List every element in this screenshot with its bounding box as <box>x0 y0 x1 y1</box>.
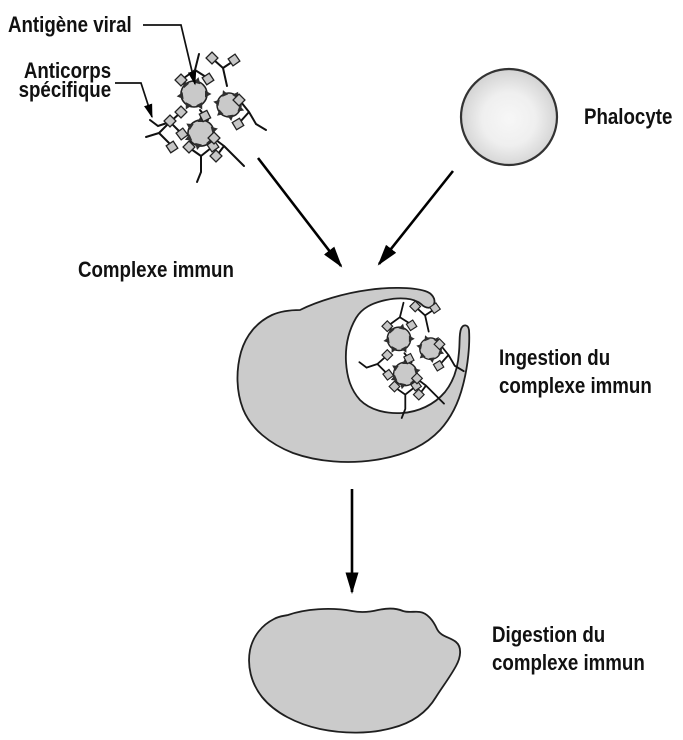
digestion-cell <box>248 607 462 734</box>
antibody-label-line2: spécifique <box>18 77 112 102</box>
immune-complex-label: Complexe immun <box>78 257 234 282</box>
ingestion-label-line1: Ingestion du <box>499 345 611 370</box>
antibody-label: Anticorps spécifique <box>4 58 112 102</box>
arrow-complex-to-merge <box>256 157 343 268</box>
arrow-phagocyte-to-merge <box>377 170 455 266</box>
ingestion-cell <box>236 286 471 463</box>
antibody-label-line1: Anticorps <box>23 58 112 83</box>
antibody-leader-line <box>115 82 153 119</box>
ingestion-label-line2: complexe immun <box>499 373 652 398</box>
antigen-label: Antigène viral <box>8 12 132 37</box>
ingestion-label: Ingestion du complexe immun <box>499 344 652 400</box>
free-antibody <box>145 114 180 155</box>
digestion-label: Digestion du complexe immun <box>492 621 645 677</box>
digestion-label-line1: Digestion du <box>492 622 606 647</box>
antigen-leader-line <box>143 24 197 86</box>
phagocyte-cell <box>459 67 559 167</box>
digestion-label-line2: complexe immun <box>492 650 645 675</box>
phagocyte-label: Phalocyte <box>584 104 673 129</box>
